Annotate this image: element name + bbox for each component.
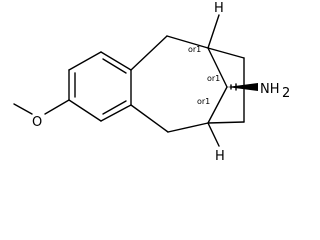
hydrogen-top-label: H	[214, 1, 224, 16]
bond-ring-5-inner	[102, 100, 127, 115]
oxygen-label: O	[32, 115, 42, 130]
bond-ch2-bottom-bridgehead	[207, 121, 245, 124]
bond-ring-to-top-methylene	[130, 35, 168, 71]
bond-bottom-methylene-bridgehead	[167, 122, 209, 133]
stereo-label-top-bridgehead: or1	[188, 45, 201, 54]
chemical-structure: O NH 2 H H or1 or1 or1	[13, 1, 290, 164]
bond-hydrogen-top	[207, 14, 220, 49]
bond-ring-2	[68, 51, 102, 71]
bond-hydrogen-bottom	[207, 122, 220, 147]
amine-label: NH	[260, 82, 280, 97]
stereo-label-bottom-bridgehead: or1	[197, 97, 210, 106]
amine-subscript: 2	[282, 86, 290, 101]
bond-ring-5	[100, 104, 132, 122]
bond-ring-6	[68, 99, 102, 122]
bond-top-methylene-bridgehead	[166, 35, 209, 49]
bond-bottom-bridgehead-bridge	[207, 86, 228, 124]
bond-ring-to-bottom-methylene	[130, 104, 169, 133]
bond-oxygen-ring	[44, 99, 70, 115]
hydrogen-bottom-label: H	[215, 149, 225, 164]
bond-ring-3	[100, 51, 132, 71]
bond-methyl-oxygen	[13, 103, 33, 115]
bond-amine-wedge	[227, 83, 258, 91]
bond-ring-3-inner	[102, 58, 127, 74]
bond-top-bridgehead-bridge	[207, 47, 228, 88]
bond-top-bridgehead-ch2	[207, 47, 245, 59]
stereo-label-bridge: or1	[207, 74, 220, 83]
